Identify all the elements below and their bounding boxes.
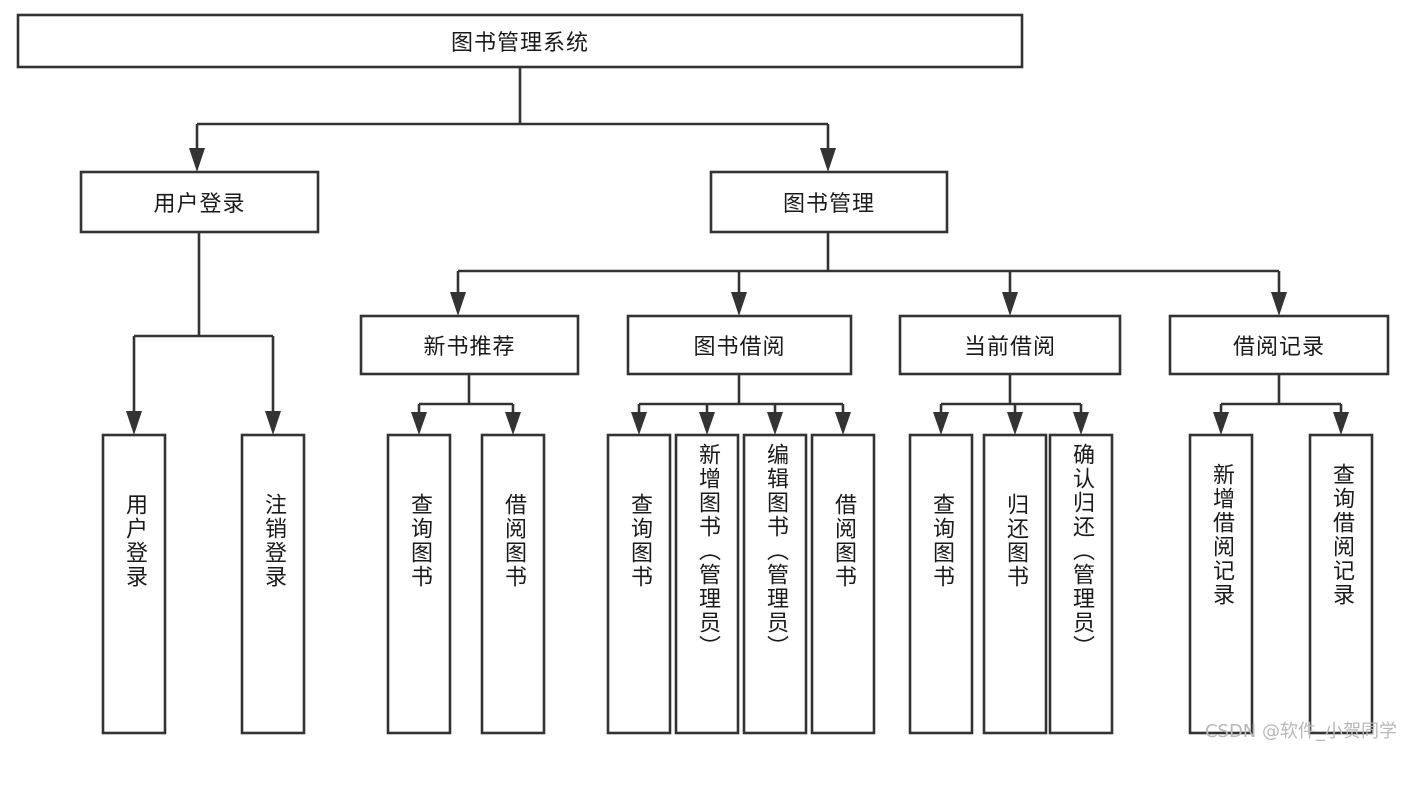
boxes-layer (16, 13, 1390, 735)
connectors-layer (126, 67, 1349, 435)
arrow-head-user-login (189, 148, 205, 172)
arrow-head-leaf-add-record (1213, 412, 1229, 435)
node-box-user-login[interactable] (79, 170, 320, 234)
arrow-head-leaf-borrow-book-2 (835, 412, 851, 435)
node-box-leaf-add-record[interactable] (1188, 433, 1254, 735)
arrow-head-leaf-edit-book (767, 412, 783, 435)
node-box-leaf-return-book[interactable] (982, 433, 1048, 735)
node-box-leaf-logout[interactable] (240, 433, 306, 735)
arrow-head-leaf-query-book-2 (631, 412, 647, 435)
arrow-head-current-borrow (1002, 292, 1018, 316)
node-box-leaf-query-record[interactable] (1308, 433, 1374, 735)
node-box-new-book-rec[interactable] (359, 314, 580, 376)
tree-diagram-svg (16, 13, 1390, 735)
arrow-head-leaf-user-login (126, 411, 142, 435)
arrow-head-leaf-return-book (1007, 412, 1023, 435)
node-box-leaf-query-book-3[interactable] (908, 433, 974, 735)
node-box-borrow-record[interactable] (1168, 314, 1390, 376)
node-box-leaf-query-book-2[interactable] (606, 433, 672, 735)
node-box-leaf-borrow-book-1[interactable] (480, 433, 546, 735)
node-box-book-manage[interactable] (709, 170, 949, 234)
arrow-head-leaf-query-book-1 (411, 412, 427, 435)
node-box-current-borrow[interactable] (898, 314, 1122, 376)
arrow-head-leaf-add-book (699, 412, 715, 435)
arrow-head-borrow-record (1271, 292, 1287, 316)
arrow-head-leaf-query-book-3 (933, 412, 949, 435)
arrow-head-leaf-query-record (1333, 412, 1349, 435)
node-box-book-borrow[interactable] (626, 314, 853, 376)
arrow-head-new-book-rec (450, 292, 466, 316)
node-box-leaf-add-book[interactable] (674, 433, 740, 735)
node-box-leaf-edit-book[interactable] (742, 433, 808, 735)
arrow-head-leaf-borrow-book-1 (505, 412, 521, 435)
node-box-leaf-confirm-return[interactable] (1048, 433, 1114, 735)
arrow-head-leaf-confirm-return (1073, 412, 1089, 435)
tree-diagram-canvas: 图书管理系统 用户登录 图书管理 新书推荐 图书借阅 当前借阅 借阅记录 用户登… (16, 13, 1397, 742)
node-box-leaf-query-book-1[interactable] (386, 433, 452, 735)
node-box-leaf-user-login[interactable] (101, 433, 167, 735)
node-box-leaf-borrow-book-2[interactable] (810, 433, 876, 735)
arrow-head-book-borrow (731, 292, 747, 316)
node-box-root[interactable] (16, 13, 1024, 69)
arrow-head-book-manage (820, 148, 836, 172)
arrow-head-leaf-logout (265, 411, 281, 435)
